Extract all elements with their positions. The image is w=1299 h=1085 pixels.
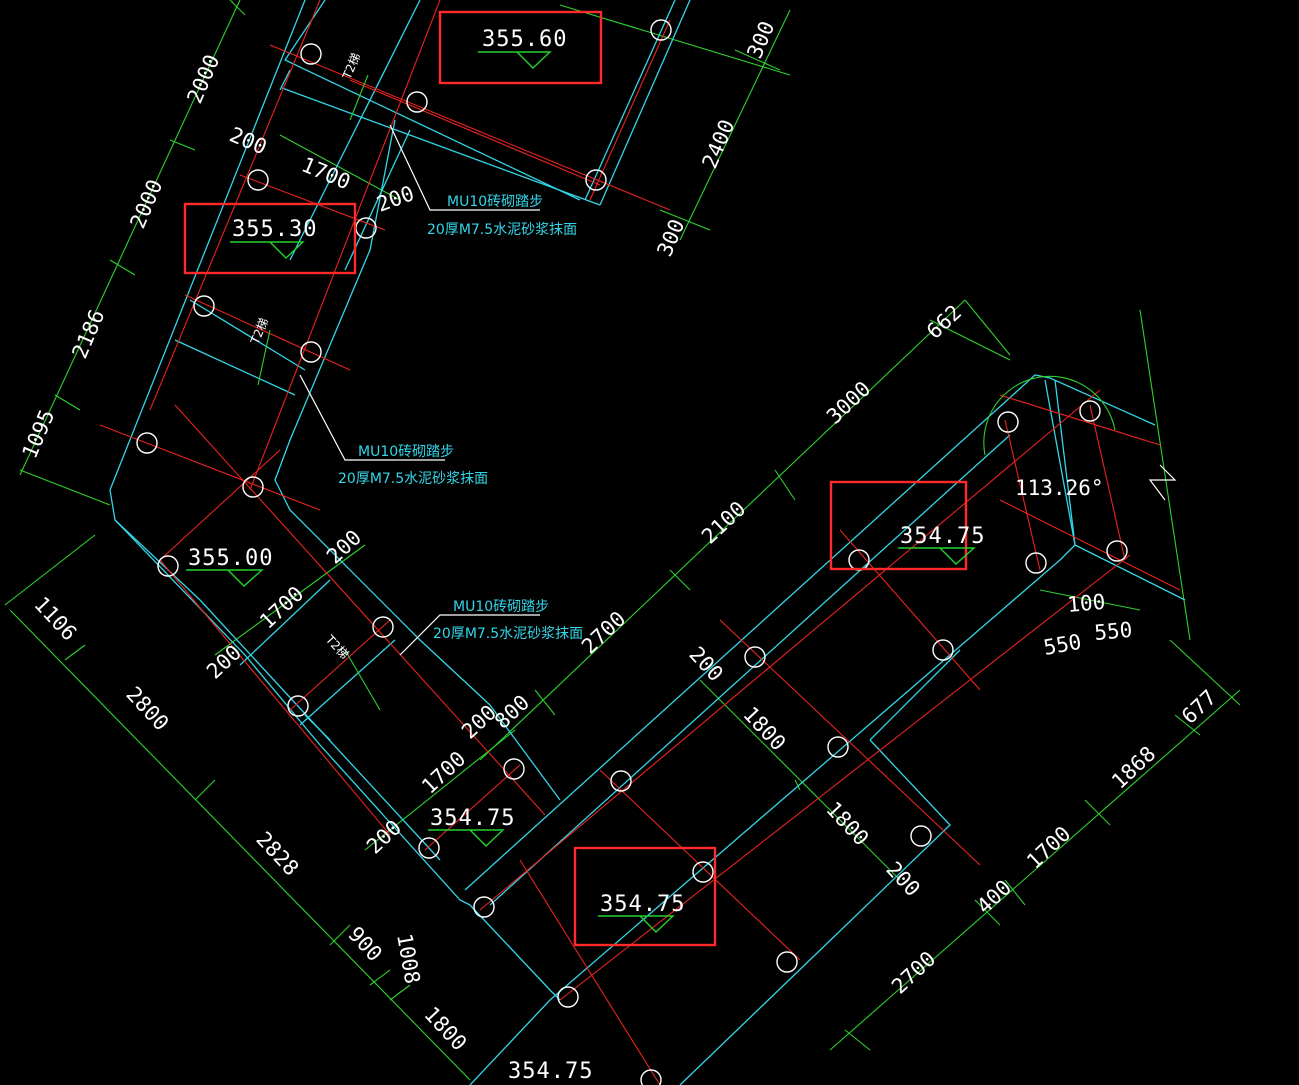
dimension-lines bbox=[4, 0, 1241, 1081]
dim-200-b: 200 bbox=[374, 181, 418, 217]
dim-1008: 1008 bbox=[392, 932, 424, 986]
note-1-line2: 20厚M7.5水泥砂浆抹面 bbox=[427, 222, 577, 238]
note-3-line1: MU10砖砌踏步 bbox=[453, 599, 549, 615]
elevation-3-text: 355.00 bbox=[188, 546, 273, 571]
leader-lines bbox=[299, 124, 1177, 656]
elevation-7-text: 354.75 bbox=[508, 1059, 593, 1084]
note-1-line1: MU10砖砌踏步 bbox=[447, 194, 543, 210]
angle-label: 113.26° bbox=[1015, 476, 1104, 500]
note-2-line1: MU10砖砌踏步 bbox=[358, 444, 454, 460]
dim-2000-a: 2000 bbox=[183, 51, 225, 107]
dim-2400: 2400 bbox=[698, 116, 740, 172]
axis-nodes bbox=[136, 19, 1128, 1085]
dim-1800-c: 1800 bbox=[821, 797, 873, 850]
dim-200-a: 200 bbox=[226, 123, 270, 160]
stair-label-3: T2梯 bbox=[322, 632, 351, 662]
stair-arrows bbox=[257, 74, 381, 711]
elevation-6-text: 354.75 bbox=[600, 892, 685, 917]
dim-2700-b: 2700 bbox=[887, 947, 940, 999]
notes: MU10砖砌踏步 20厚M7.5水泥砂浆抹面 MU10砖砌踏步 20厚M7.5水… bbox=[338, 194, 583, 642]
axis-lines bbox=[99, 0, 1181, 1085]
dim-200-c: 200 bbox=[322, 525, 366, 568]
elevation-marker-5: 354.75 bbox=[428, 806, 515, 847]
elevation-4-text: 354.75 bbox=[900, 524, 985, 549]
dim-2186: 2186 bbox=[68, 306, 110, 362]
dim-300-b: 300 bbox=[653, 216, 690, 260]
dim-400: 400 bbox=[972, 875, 1016, 918]
elevation-1-text: 355.60 bbox=[482, 27, 567, 52]
dim-550-a: 550 bbox=[1042, 630, 1084, 660]
dim-1800-a: 1800 bbox=[419, 1002, 471, 1055]
dim-200-h: 200 bbox=[881, 857, 924, 901]
dim-200-g: 200 bbox=[684, 642, 727, 686]
elevation-5-text: 354.75 bbox=[430, 806, 515, 831]
dim-2800: 2800 bbox=[121, 682, 173, 735]
elevation-marker-1[interactable]: 355.60 bbox=[438, 10, 603, 85]
elevation-marker-2[interactable]: 355.30 bbox=[183, 202, 357, 275]
dim-550-b: 550 bbox=[1093, 618, 1133, 645]
dim-1800-b: 1800 bbox=[738, 702, 790, 755]
dim-100: 100 bbox=[1066, 590, 1106, 617]
stair-label-1: T2梯 bbox=[339, 51, 363, 82]
dim-662: 662 bbox=[922, 300, 966, 343]
dim-2000-b: 2000 bbox=[126, 176, 168, 232]
dim-2700-a: 2700 bbox=[577, 607, 630, 659]
dim-800: 800 bbox=[490, 690, 534, 733]
wall-outlines bbox=[109, 0, 1186, 1085]
dim-1700-d: 1700 bbox=[1022, 822, 1075, 874]
dim-3000: 3000 bbox=[822, 377, 875, 429]
dim-2100: 2100 bbox=[697, 497, 750, 549]
dim-200-e: 200 bbox=[457, 700, 501, 743]
elevation-marker-7: 354.75 bbox=[508, 1059, 593, 1084]
note-2-line2: 20厚M7.5水泥砂浆抹面 bbox=[338, 471, 488, 487]
dim-1095: 1095 bbox=[18, 406, 60, 462]
note-3-line2: 20厚M7.5水泥砂浆抹面 bbox=[433, 626, 583, 642]
dim-300-a: 300 bbox=[743, 18, 780, 62]
elevation-marker-6[interactable]: 354.75 bbox=[573, 846, 717, 947]
dim-900: 900 bbox=[343, 922, 386, 966]
dim-2828: 2828 bbox=[251, 827, 303, 880]
elevation-2-text: 355.30 bbox=[232, 217, 317, 242]
angle-arc bbox=[983, 375, 1116, 456]
dim-200-d: 200 bbox=[202, 640, 246, 683]
elevation-marker-4[interactable]: 354.75 bbox=[829, 480, 985, 571]
elevation-marker-3: 355.00 bbox=[186, 546, 273, 587]
